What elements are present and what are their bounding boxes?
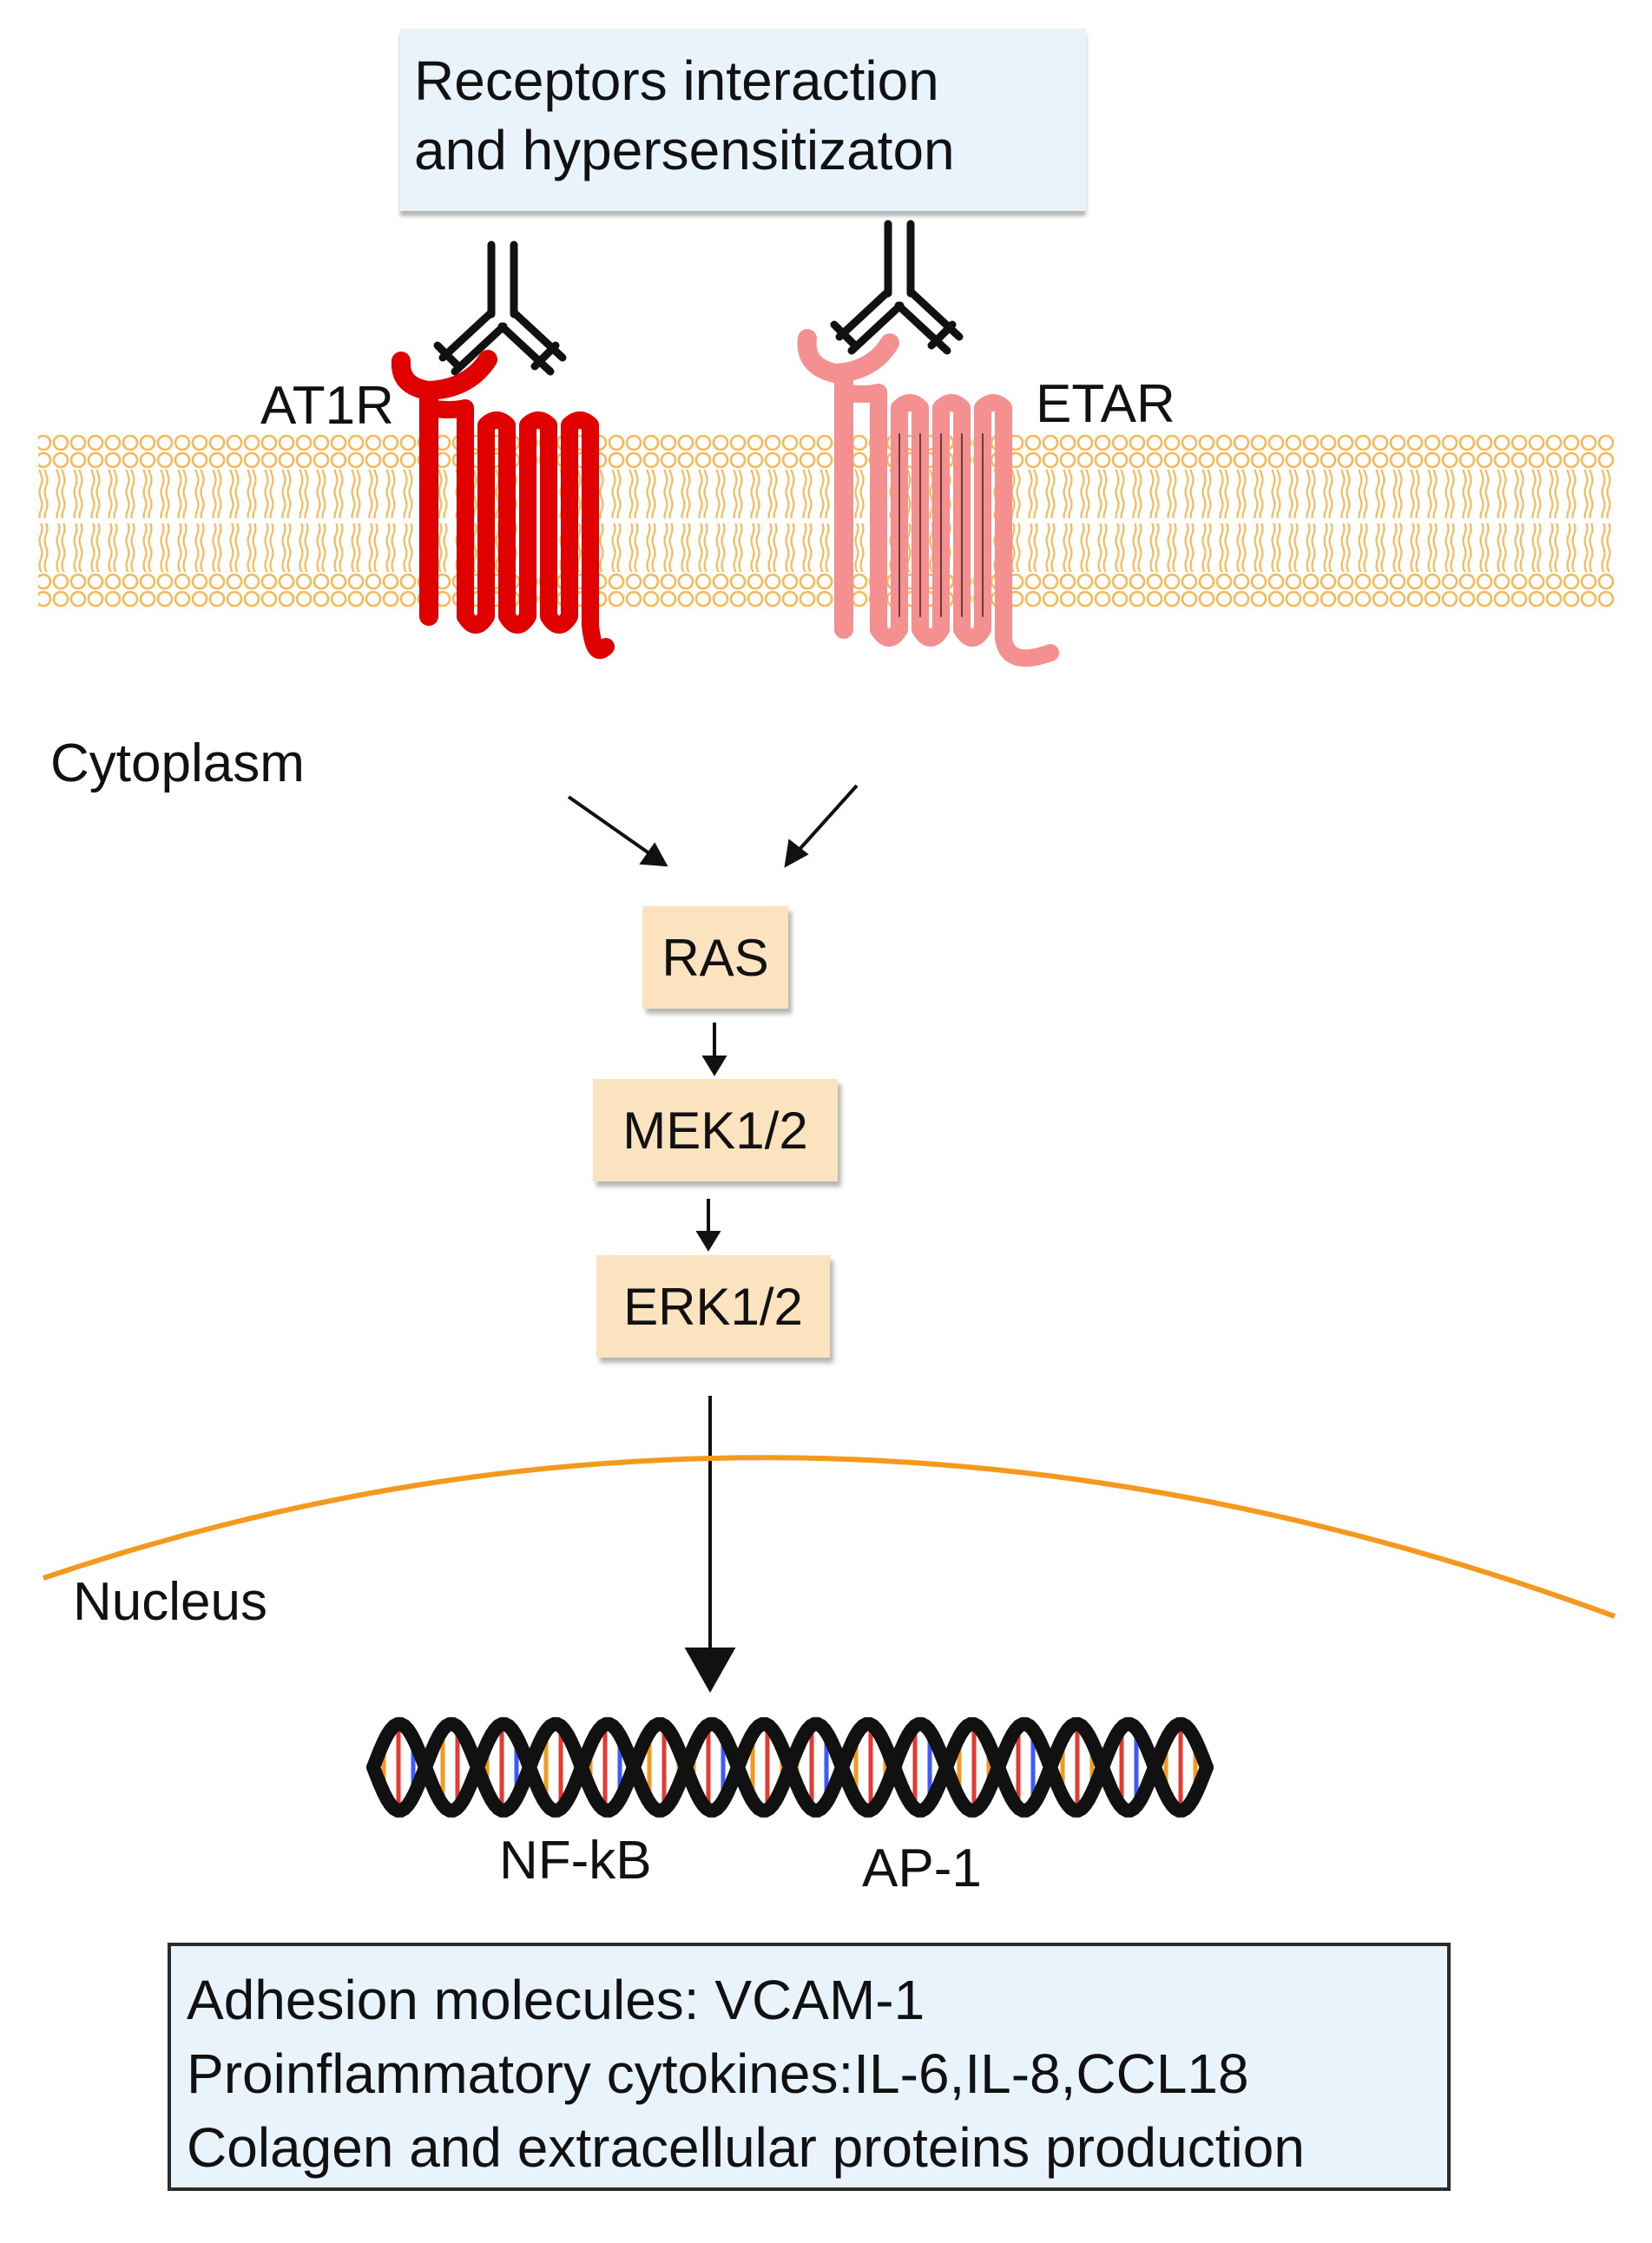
header-line-1: Receptors interaction: [414, 49, 939, 112]
at1r-label: AT1R: [260, 376, 394, 436]
header-line-2: and hypersensitizaton: [414, 119, 955, 181]
dna-strand-b: [366, 1717, 1214, 1818]
nuclear-envelope: [43, 1455, 1616, 1619]
erk-box: ERK1/2: [596, 1255, 830, 1358]
outcome-line-1: Adhesion molecules: VCAM-1: [187, 1969, 925, 2031]
dna-helix-icon: [366, 1717, 1214, 1818]
cascade-arrows: [684, 1023, 736, 1694]
antibody-right-icon: [830, 220, 964, 355]
antibody-left-icon: [433, 240, 567, 376]
ap1-label: AP-1: [862, 1838, 982, 1898]
ras-box: RAS: [642, 906, 788, 1009]
receptors-interaction-box: Receptors interaction and hypersensitiza…: [400, 29, 1086, 211]
cell-membrane: [38, 435, 1615, 607]
etar-label: ETAR: [1036, 374, 1175, 434]
at1r-receptor-icon: [391, 350, 615, 659]
nfkb-label: NF-kB: [499, 1831, 652, 1891]
nucleus-label: Nucleus: [73, 1572, 267, 1632]
cytoplasm-label: Cytoplasm: [50, 733, 305, 793]
mek-box: MEK1/2: [593, 1079, 838, 1181]
outcome-line-2: Proinflammatory cytokines:IL-6,IL-8,CCL1…: [187, 2042, 1249, 2105]
etar-receptor-icon: [797, 329, 1059, 668]
converging-arrows: [567, 784, 859, 868]
outcome-line-3: Colagen and extracellular proteins produ…: [187, 2116, 1305, 2179]
cellular-outcomes-box: Adhesion molecules: VCAM-1 Proinflammato…: [168, 1943, 1451, 2191]
